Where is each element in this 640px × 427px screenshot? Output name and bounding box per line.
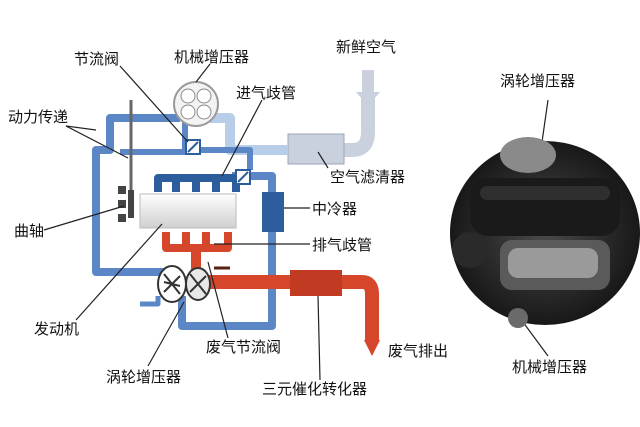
label-wastegate: 废气节流阀 bbox=[206, 338, 281, 356]
label-photo-supercharger: 机械增压器 bbox=[512, 358, 587, 376]
label-exhaust-out: 废气排出 bbox=[388, 342, 448, 360]
intake-manifold bbox=[154, 174, 240, 192]
crankshaft-pulley bbox=[118, 186, 134, 222]
label-catalytic-converter: 三元催化转化器 bbox=[262, 380, 367, 398]
engine-photo bbox=[450, 137, 640, 328]
supercharger-icon bbox=[173, 81, 219, 127]
label-supercharger: 机械增压器 bbox=[174, 48, 249, 66]
fresh-air-duct bbox=[330, 70, 380, 157]
label-exhaust-manifold: 排气歧管 bbox=[312, 236, 372, 254]
turbocharger-icon bbox=[157, 265, 211, 303]
label-intercooler: 中冷器 bbox=[312, 200, 357, 218]
label-fresh-air: 新鲜空气 bbox=[336, 38, 396, 56]
label-power-transmission: 动力传递 bbox=[8, 108, 68, 126]
fresh-air-arrow bbox=[356, 70, 380, 106]
labels: 节流阀 机械增压器 新鲜空气 动力传递 进气歧管 空气滤清器 中冷器 曲轴 排气… bbox=[8, 38, 587, 398]
throttle-valve-manifold bbox=[235, 169, 251, 185]
throttle-valve-intake bbox=[185, 139, 201, 155]
label-photo-turbocharger: 涡轮增压器 bbox=[500, 72, 575, 90]
engine-block bbox=[139, 193, 237, 229]
label-engine: 发动机 bbox=[34, 320, 79, 338]
exhaust-manifold bbox=[162, 232, 232, 252]
intercooler bbox=[262, 192, 284, 232]
exhaust-pipes bbox=[191, 252, 379, 340]
label-intake-manifold: 进气歧管 bbox=[236, 84, 296, 102]
label-air-filter: 空气滤清器 bbox=[330, 168, 405, 186]
label-throttle-valve: 节流阀 bbox=[74, 50, 119, 68]
exhaust-arrow bbox=[364, 340, 380, 356]
catalytic-converter bbox=[290, 270, 342, 296]
label-crankshaft: 曲轴 bbox=[14, 222, 44, 240]
label-turbocharger: 涡轮增压器 bbox=[106, 368, 181, 386]
air-filter bbox=[287, 133, 345, 165]
